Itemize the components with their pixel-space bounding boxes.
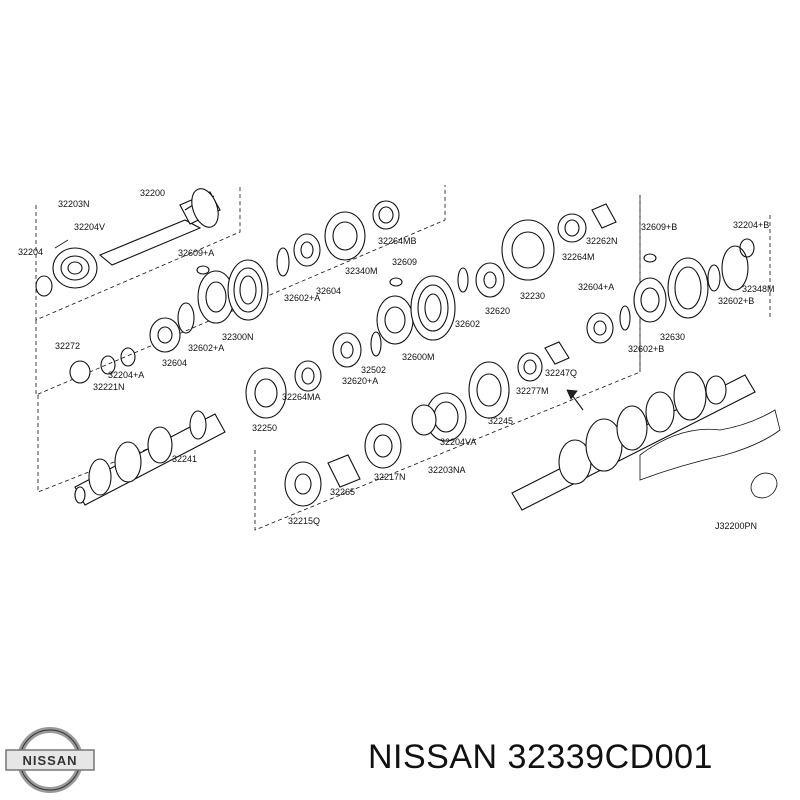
- part-label: 32602+A: [284, 293, 320, 303]
- part-label: 32620: [485, 306, 510, 316]
- countershaft-32241: [74, 410, 226, 506]
- part-labels: 32200 32203N 32204V 32204 32609+A 32264M…: [18, 188, 775, 531]
- part-label: 32245: [488, 416, 513, 426]
- part-label: 32609+B: [641, 222, 677, 232]
- part-label: 32620+A: [342, 376, 378, 386]
- gear-cluster-middle: [332, 203, 755, 368]
- assembled-shaft: [511, 371, 781, 511]
- part-label: 32300N: [222, 332, 254, 342]
- gear-cluster-top: [69, 200, 400, 384]
- part-label: 32502: [361, 365, 386, 375]
- part-label: 32600M: [402, 352, 435, 362]
- part-label: 32217N: [374, 472, 406, 482]
- mainshaft-32200: [35, 188, 221, 297]
- part-number-caption: NISSAN 32339CD001: [368, 738, 713, 776]
- part-label: 32264M: [562, 252, 595, 262]
- part-label: 32264MB: [378, 236, 417, 246]
- part-label: 32262N: [586, 236, 618, 246]
- part-label: 32609+A: [178, 248, 214, 258]
- logo-text: NISSAN: [22, 753, 77, 768]
- part-label: 32241: [172, 454, 197, 464]
- part-label: 32602+A: [188, 343, 224, 353]
- part-label: 32602+B: [718, 296, 754, 306]
- part-label: 32604+A: [578, 282, 614, 292]
- part-label: 32348M: [742, 284, 775, 294]
- part-label: 32221N: [93, 382, 125, 392]
- part-label: 32602+B: [628, 344, 664, 354]
- part-label: 32272: [55, 341, 80, 351]
- part-label: 32247Q: [545, 368, 577, 378]
- part-label: 32215Q: [288, 516, 320, 526]
- part-label: 32200: [140, 188, 165, 198]
- part-label: 32604: [316, 286, 341, 296]
- part-label: 32204+A: [108, 370, 144, 380]
- part-label: 32204VA: [440, 437, 476, 447]
- part-label: 32204V: [74, 222, 105, 232]
- part-label: 32204+B: [733, 220, 769, 230]
- part-label: 32204: [18, 247, 43, 257]
- part-label: 32630: [660, 332, 685, 342]
- nissan-logo: NISSAN: [5, 727, 95, 793]
- part-label: 32604: [162, 358, 187, 368]
- part-label: J32200PN: [715, 521, 757, 531]
- gear-cluster-lower: [245, 341, 570, 507]
- part-label: 32265: [330, 487, 355, 497]
- part-label: 32203N: [58, 199, 90, 209]
- part-label: 32264MA: [282, 392, 321, 402]
- part-label: 32250: [252, 423, 277, 433]
- part-label: 32203NA: [428, 465, 466, 475]
- part-label: 32277M: [516, 386, 549, 396]
- part-label: 32609: [392, 257, 417, 267]
- part-label: 32602: [455, 319, 480, 329]
- part-label: 32230: [520, 291, 545, 301]
- part-label: 32340M: [345, 266, 378, 276]
